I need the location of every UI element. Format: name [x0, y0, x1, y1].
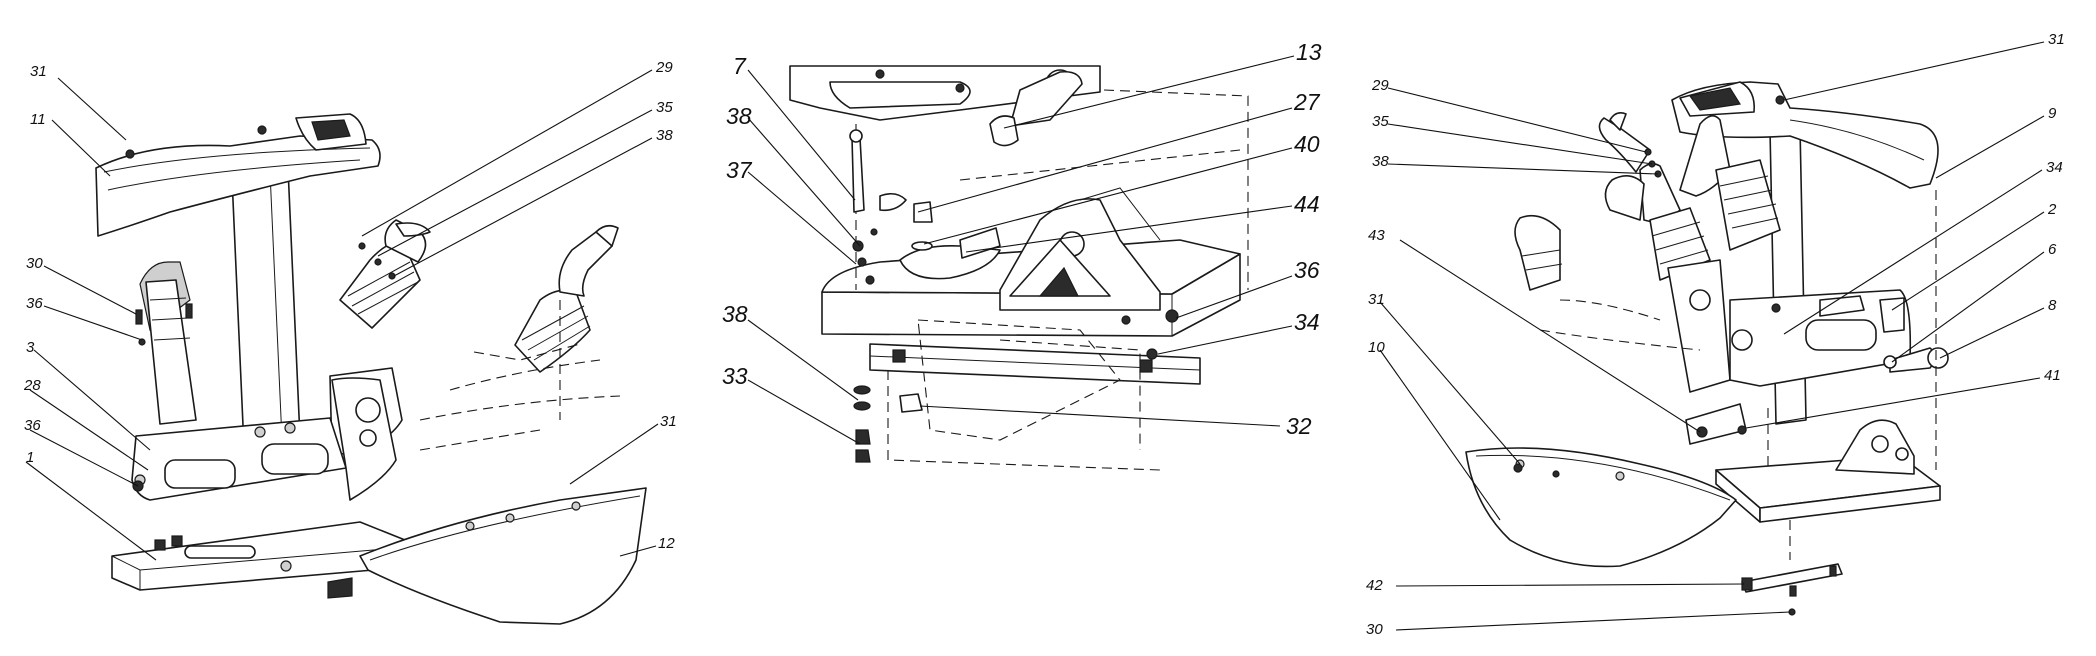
middle-bracket: [999, 187, 1161, 311]
right-view: 29 35 38 31 9 34 2 6 8 43 31 10 41 42 30: [1366, 31, 2065, 638]
callout-label: 1: [26, 449, 34, 466]
left-top-cover: [95, 113, 381, 237]
callout-label: 27: [1293, 89, 1321, 115]
callout-label: 29: [655, 59, 673, 76]
callout-label: 11: [30, 111, 46, 128]
left-lever-boots: [339, 219, 619, 373]
callout-label: 38: [656, 127, 673, 144]
middle-view: 7 38 37 13 27 40 44 36 34 38 33 32: [722, 39, 1322, 471]
right-bottom-rail: [1741, 563, 1843, 616]
callout-label: 7: [733, 53, 747, 79]
right-lever-boots: [1514, 112, 1781, 291]
callout-label: 12: [658, 535, 675, 552]
right-side-cover: [1465, 447, 1737, 568]
middle-rail: [869, 343, 1201, 385]
callout-label: 35: [1372, 113, 1389, 130]
callout-label: 31: [660, 413, 677, 430]
callout-label: 30: [1366, 621, 1383, 638]
callout-label: 41: [2044, 367, 2061, 384]
right-housing: [1667, 259, 1912, 393]
callout-label: 31: [30, 63, 47, 80]
callout-label: 43: [1368, 227, 1385, 244]
callout-label: 33: [722, 363, 748, 389]
callout-label: 6: [2048, 241, 2057, 258]
callout-label: 42: [1366, 577, 1383, 594]
callout-label: 38: [722, 301, 748, 327]
right-bracket: [1835, 419, 1915, 475]
callout-label: 40: [1294, 131, 1320, 157]
callout-label: 2: [2047, 201, 2057, 218]
callout-label: 35: [656, 99, 673, 116]
callout-label: 38: [726, 103, 752, 129]
callout-label: 29: [1371, 77, 1389, 94]
right-top-cover: [1671, 81, 1939, 189]
callout-label: 10: [1368, 339, 1385, 356]
callout-label: 13: [1296, 39, 1322, 65]
callout-label: 36: [24, 417, 41, 434]
callout-label: 28: [23, 377, 41, 394]
left-lever-housing: [131, 261, 403, 501]
middle-top-frame: [789, 65, 1101, 147]
callout-label: 34: [2046, 159, 2063, 176]
callout-label: 38: [1372, 153, 1389, 170]
callout-label: 31: [1368, 291, 1385, 308]
left-side-cover: [359, 487, 647, 625]
callout-label: 30: [26, 255, 43, 272]
callout-label: 8: [2048, 297, 2057, 314]
callout-label: 34: [1294, 309, 1320, 335]
callout-label: 36: [1294, 257, 1320, 283]
callout-label: 9: [2048, 105, 2057, 122]
callout-label: 36: [26, 295, 43, 312]
callout-label: 3: [26, 339, 35, 356]
callout-label: 37: [726, 157, 753, 183]
callout-label: 32: [1286, 413, 1312, 439]
callout-label: 31: [2048, 31, 2065, 48]
callout-label: 44: [1294, 191, 1320, 217]
left-view: 31 11 29 35 38 30 36 3 28 36 1 31 12: [23, 59, 677, 625]
